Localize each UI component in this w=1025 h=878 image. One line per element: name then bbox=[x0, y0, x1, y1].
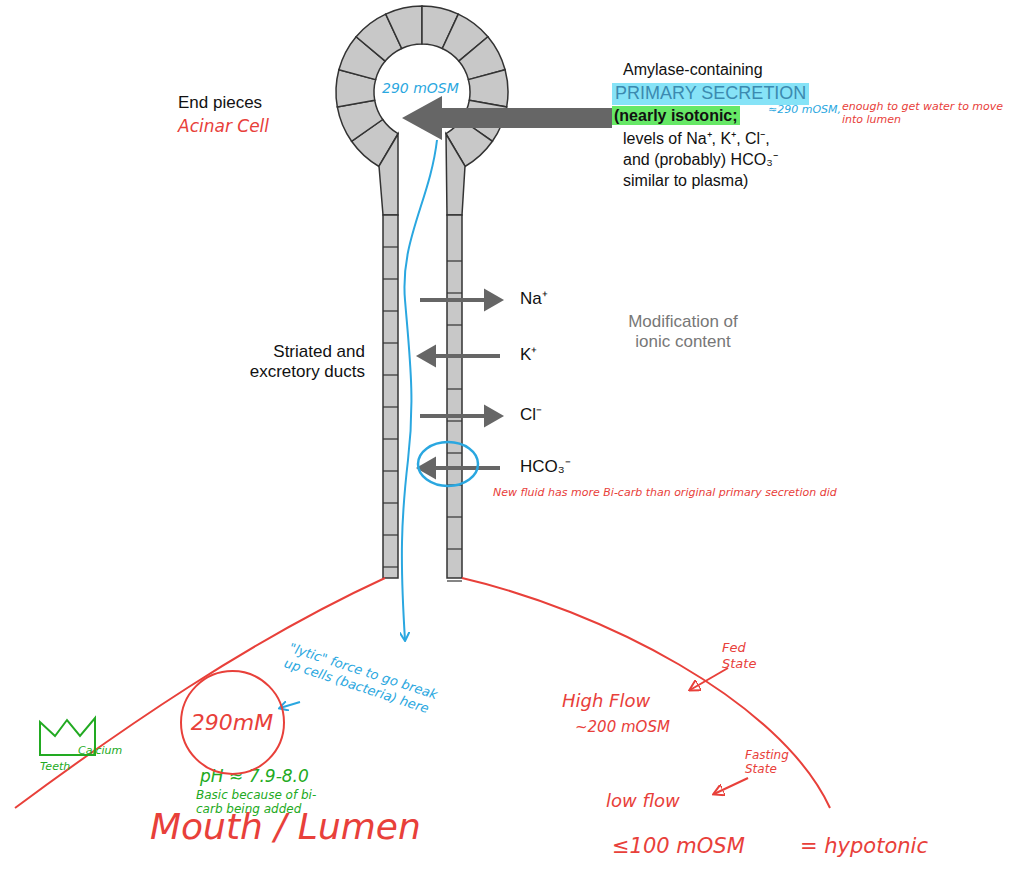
node-text: 290mM bbox=[191, 710, 273, 735]
duct-wall bbox=[383, 215, 398, 578]
annotation: ~200 mOSM bbox=[575, 718, 670, 736]
duct-cell-line bbox=[447, 260, 462, 261]
annotation: Amylase-containing bbox=[623, 60, 763, 79]
annotation: Fasting State bbox=[745, 748, 800, 777]
duct-cell-line bbox=[383, 406, 398, 407]
duct-cell-line bbox=[383, 374, 398, 375]
annotation: ≤100 mOSM bbox=[612, 834, 745, 859]
annotation: New fluid has more Bi-carb than original… bbox=[493, 486, 873, 499]
duct-cell-line bbox=[447, 516, 462, 517]
acinar-cell bbox=[386, 6, 422, 49]
duct-cell-line bbox=[447, 324, 462, 325]
duct-cell-line bbox=[447, 388, 462, 389]
leader-arrow bbox=[690, 668, 728, 690]
annotation: = hypotonic bbox=[800, 834, 928, 859]
annotation: Mouth / Lumen bbox=[150, 805, 421, 848]
annotation: Calcium bbox=[78, 744, 122, 757]
annotation: PRIMARY SECRETION bbox=[612, 83, 809, 105]
mouth-outline bbox=[462, 578, 830, 808]
annotation: HCO₃⁻ bbox=[520, 457, 571, 477]
duct-cell-line bbox=[383, 246, 398, 247]
annotation: 290 mOSM bbox=[382, 80, 459, 97]
duct-neck bbox=[379, 134, 398, 215]
duct-cell-line bbox=[447, 452, 462, 453]
duct-cell-line bbox=[383, 342, 398, 343]
duct-cell-line bbox=[447, 580, 462, 581]
circled-value: 290mM bbox=[180, 670, 285, 775]
duct-cell-line bbox=[447, 548, 462, 549]
annotation: pH ≈ 7.9-8.0 bbox=[200, 766, 309, 786]
leader-arrow bbox=[714, 778, 748, 794]
annotation: K⁺ bbox=[520, 345, 537, 365]
bicarb-circle bbox=[418, 442, 478, 486]
duct-cell-line bbox=[383, 438, 398, 439]
acinar-cells bbox=[336, 6, 508, 167]
secretion-arrow bbox=[402, 96, 612, 140]
annotation: ≈290 mOSM, bbox=[768, 103, 841, 116]
duct-neck bbox=[446, 134, 465, 215]
annotation: low flow bbox=[606, 790, 680, 812]
duct-cell-line bbox=[383, 278, 398, 279]
annotation: Na⁺ bbox=[520, 289, 548, 309]
annotation: End pieces bbox=[178, 93, 262, 113]
annotation: enough to get water to move into lumen bbox=[842, 100, 1017, 126]
duct-wall bbox=[447, 215, 462, 578]
duct-cell-line bbox=[383, 502, 398, 503]
mouth-outline bbox=[15, 578, 385, 808]
ion-arrows bbox=[420, 292, 500, 476]
duct-cell-line bbox=[383, 470, 398, 471]
duct-cell-line bbox=[383, 310, 398, 311]
annotation: Modification of ionic content bbox=[618, 312, 748, 353]
annotation: High Flow bbox=[562, 690, 650, 712]
flow-line bbox=[402, 140, 437, 640]
annotation: Cl⁻ bbox=[520, 405, 542, 425]
annotation: levels of Na⁺, K⁺, Cl⁻, and (probably) H… bbox=[623, 128, 783, 191]
annotation: "lytic" force to go break up cells (bact… bbox=[282, 640, 453, 722]
duct-cell-line bbox=[383, 566, 398, 567]
duct-cell-line bbox=[447, 420, 462, 421]
annotation: Fed State bbox=[722, 640, 782, 671]
annotation: Teeth bbox=[40, 760, 70, 773]
leader-arrow bbox=[280, 702, 300, 708]
duct-cell-line bbox=[447, 292, 462, 293]
annotation: Striated and excretory ducts bbox=[230, 342, 365, 383]
duct-cell-line bbox=[383, 534, 398, 535]
annotation: Acinar Cell bbox=[178, 116, 269, 136]
annotation: (nearly isotonic; bbox=[612, 106, 740, 125]
